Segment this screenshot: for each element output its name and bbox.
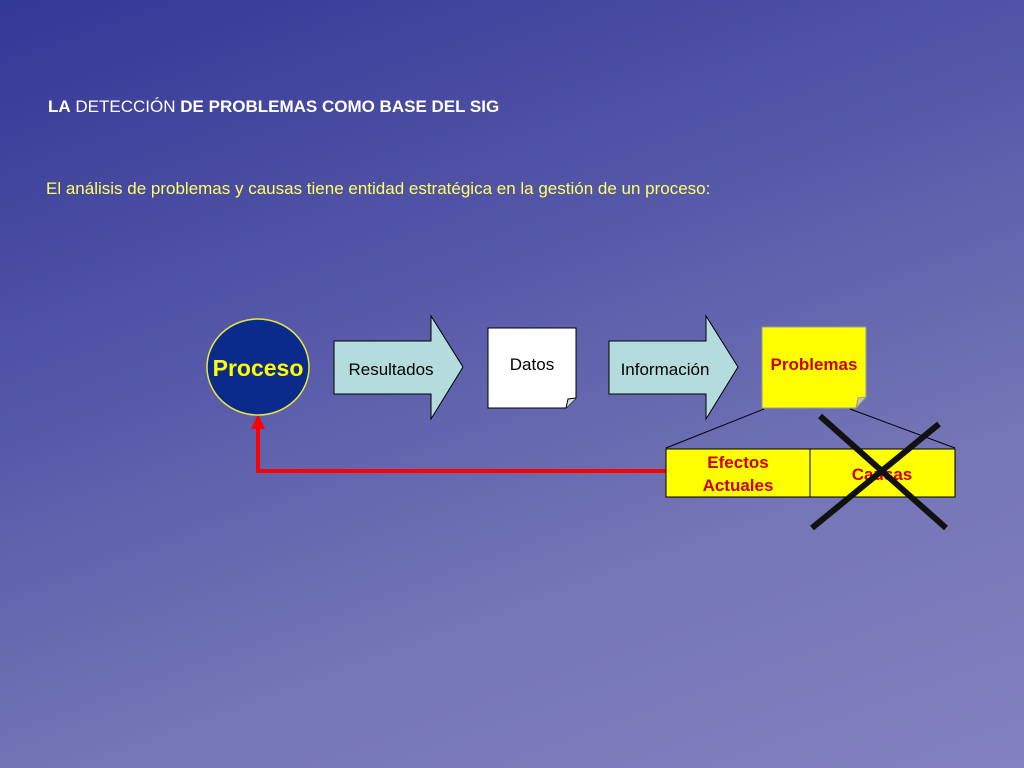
slide-subtitle: El análisis de problemas y causas tiene … (46, 179, 711, 198)
datos-document-fold (565, 397, 577, 409)
feedback-arrow-line (256, 428, 666, 473)
proceso-label: Proceso (213, 355, 304, 381)
resultados-label: Resultados (348, 360, 433, 379)
informacion-label: Información (621, 360, 710, 379)
efectos-actuales-cell (665, 448, 811, 498)
feedback-arrowhead (251, 414, 265, 429)
informacion-arrow (608, 314, 739, 421)
resultados-arrow (333, 314, 464, 421)
title-part-la: LA (48, 97, 71, 116)
slide-title: LA DETECCIÓN DE PROBLEMAS COMO BASE DEL … (48, 97, 499, 117)
title-part-rest: DE PROBLEMAS COMO BASE DEL SIG (180, 97, 500, 116)
efectos-label-line2: Actuales (703, 476, 774, 495)
title-part-deteccion: DETECCIÓN (75, 97, 176, 116)
datos-label: Datos (510, 355, 554, 374)
callout-line-left (665, 408, 765, 449)
proceso-circle (206, 318, 310, 416)
callout-line-right (849, 408, 956, 449)
problemas-label: Problemas (771, 355, 858, 374)
problemas-note-fold (855, 396, 868, 410)
efectos-label-line1: Efectos (707, 453, 768, 472)
cross-out-stroke-2 (810, 421, 941, 531)
